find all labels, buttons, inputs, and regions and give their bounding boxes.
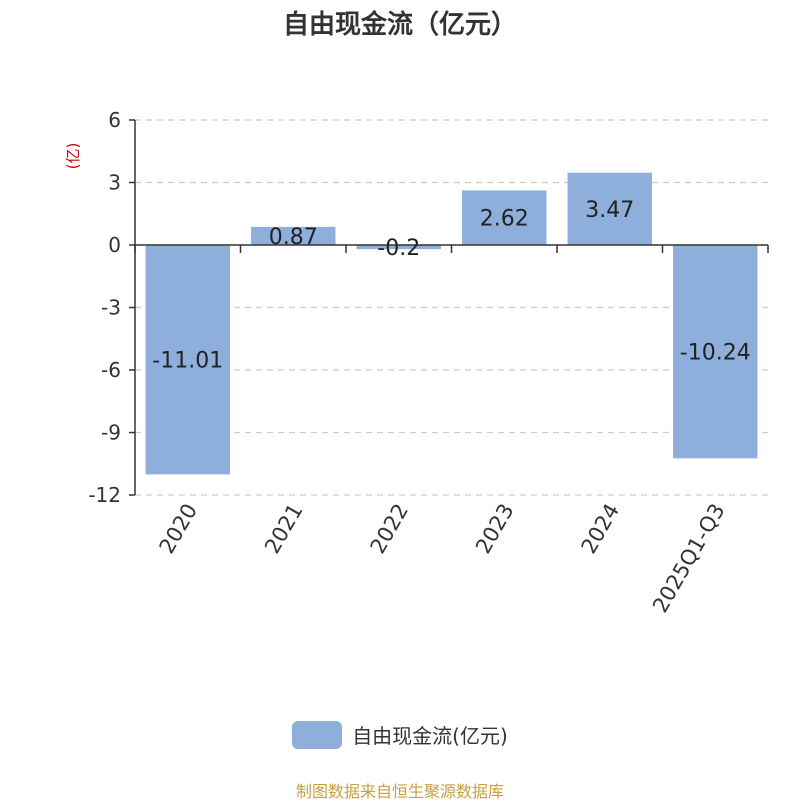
y-tick-label: 6 [108,108,121,132]
axis-layer [129,119,769,496]
legend: 自由现金流(亿元) [0,720,800,749]
y-tick-label: -9 [101,421,121,445]
legend-swatch [292,720,343,749]
data-label: -0.2 [377,236,420,261]
x-tick-label: 2025Q1-Q3 [648,500,730,617]
data-label: 3.47 [585,198,634,223]
y-tick-label: 0 [108,233,121,257]
bar [145,245,230,475]
data-label: -10.24 [680,341,751,366]
x-tick-label: 2021 [260,500,308,558]
data-label: 2.62 [480,207,529,232]
y-tick-label: -6 [101,358,121,382]
legend-label: 自由现金流(亿元) [352,724,508,748]
bar [567,172,652,245]
x-tick-label: 2020 [155,500,203,558]
bar [356,245,441,250]
y-tick-label: 3 [108,171,121,195]
data-label: 0.87 [269,225,318,250]
x-tick-label: 2024 [577,500,625,558]
x-tick-label: 2023 [471,500,519,558]
chart-title: 自由现金流（亿元） [282,10,517,40]
bar [462,190,547,245]
data-label: -11.01 [152,349,223,374]
source-note: 制图数据来自恒生聚源数据库 [295,782,504,801]
bar [251,226,336,245]
y-tick-label: -3 [101,296,121,320]
bar-layer [145,172,758,475]
y-tick-label: -12 [88,483,121,507]
bar [673,245,758,459]
y-axis-title: (亿) [64,143,82,170]
x-tick-label: 2022 [366,500,414,558]
